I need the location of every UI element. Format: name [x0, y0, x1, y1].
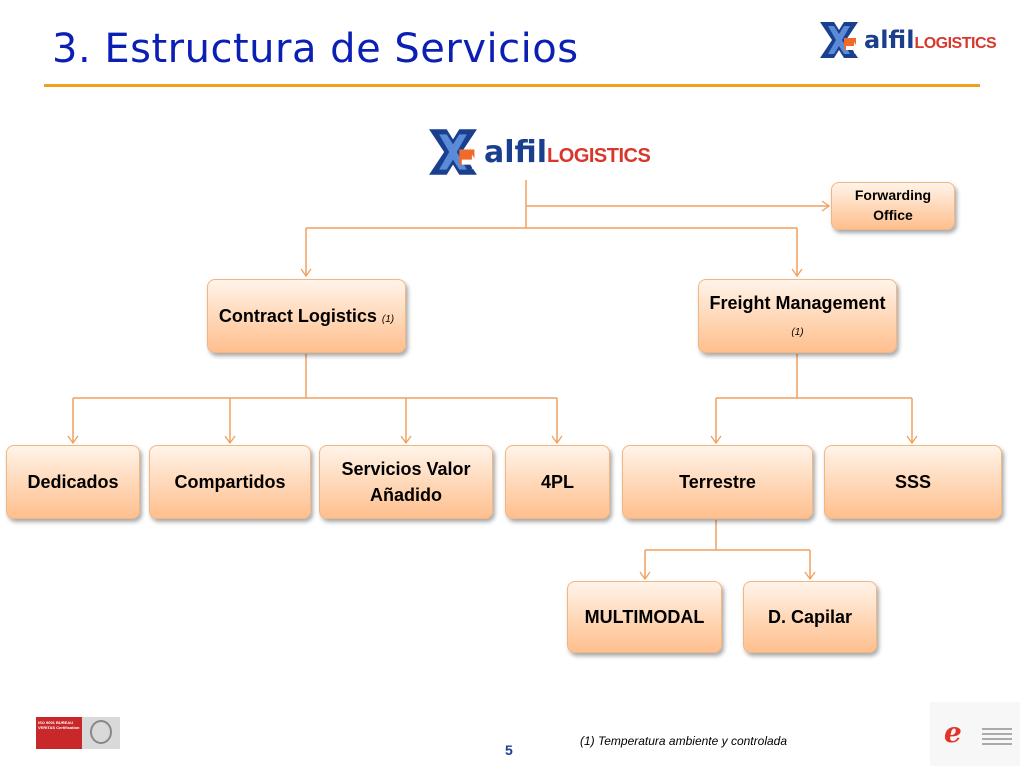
header-logo: alfilLOGISTICS	[816, 18, 997, 62]
center-logo: alfilLOGISTICS	[424, 124, 651, 180]
logo-sub: LOGISTICS	[914, 35, 997, 52]
bureau-veritas-seal-icon	[82, 717, 120, 749]
logo-word: alfil	[864, 26, 915, 54]
title-underline	[44, 84, 980, 87]
node-multimodal: MULTIMODAL	[567, 581, 722, 653]
node-freight-management: Freight Management (1)	[698, 279, 897, 353]
node-sss: SSS	[824, 445, 1002, 519]
alfil-logo-icon	[820, 22, 858, 58]
logo-word: alfil	[484, 134, 548, 170]
node-terrestre: Terrestre	[622, 445, 813, 519]
footnote: (1) Temperatura ambiente y controlada	[580, 734, 787, 748]
node-contract-logistics: Contract Logistics (1)	[207, 279, 406, 353]
node-d-capilar: D. Capilar	[743, 581, 877, 653]
excellence-logo: e	[930, 702, 1020, 766]
excellence-text-lines	[982, 728, 1012, 748]
cert-text: ISO 9001 BUREAU VERITAS Certification	[36, 717, 82, 749]
page-number: 5	[505, 742, 513, 758]
alfil-logo-icon	[429, 129, 477, 175]
logo-sub: LOGISTICS	[547, 144, 651, 167]
node-dedicados: Dedicados	[6, 445, 140, 519]
page-title: 3. Estructura de Servicios	[52, 26, 579, 72]
node-forwarding-office: Forwarding Office	[831, 182, 955, 230]
node-servicios-valor-anadido: Servicios Valor Añadido	[319, 445, 493, 519]
certification-badge: ISO 9001 BUREAU VERITAS Certification	[36, 717, 120, 749]
excellence-e-icon: e	[944, 716, 962, 749]
node-compartidos: Compartidos	[149, 445, 311, 519]
node-4pl: 4PL	[505, 445, 610, 519]
